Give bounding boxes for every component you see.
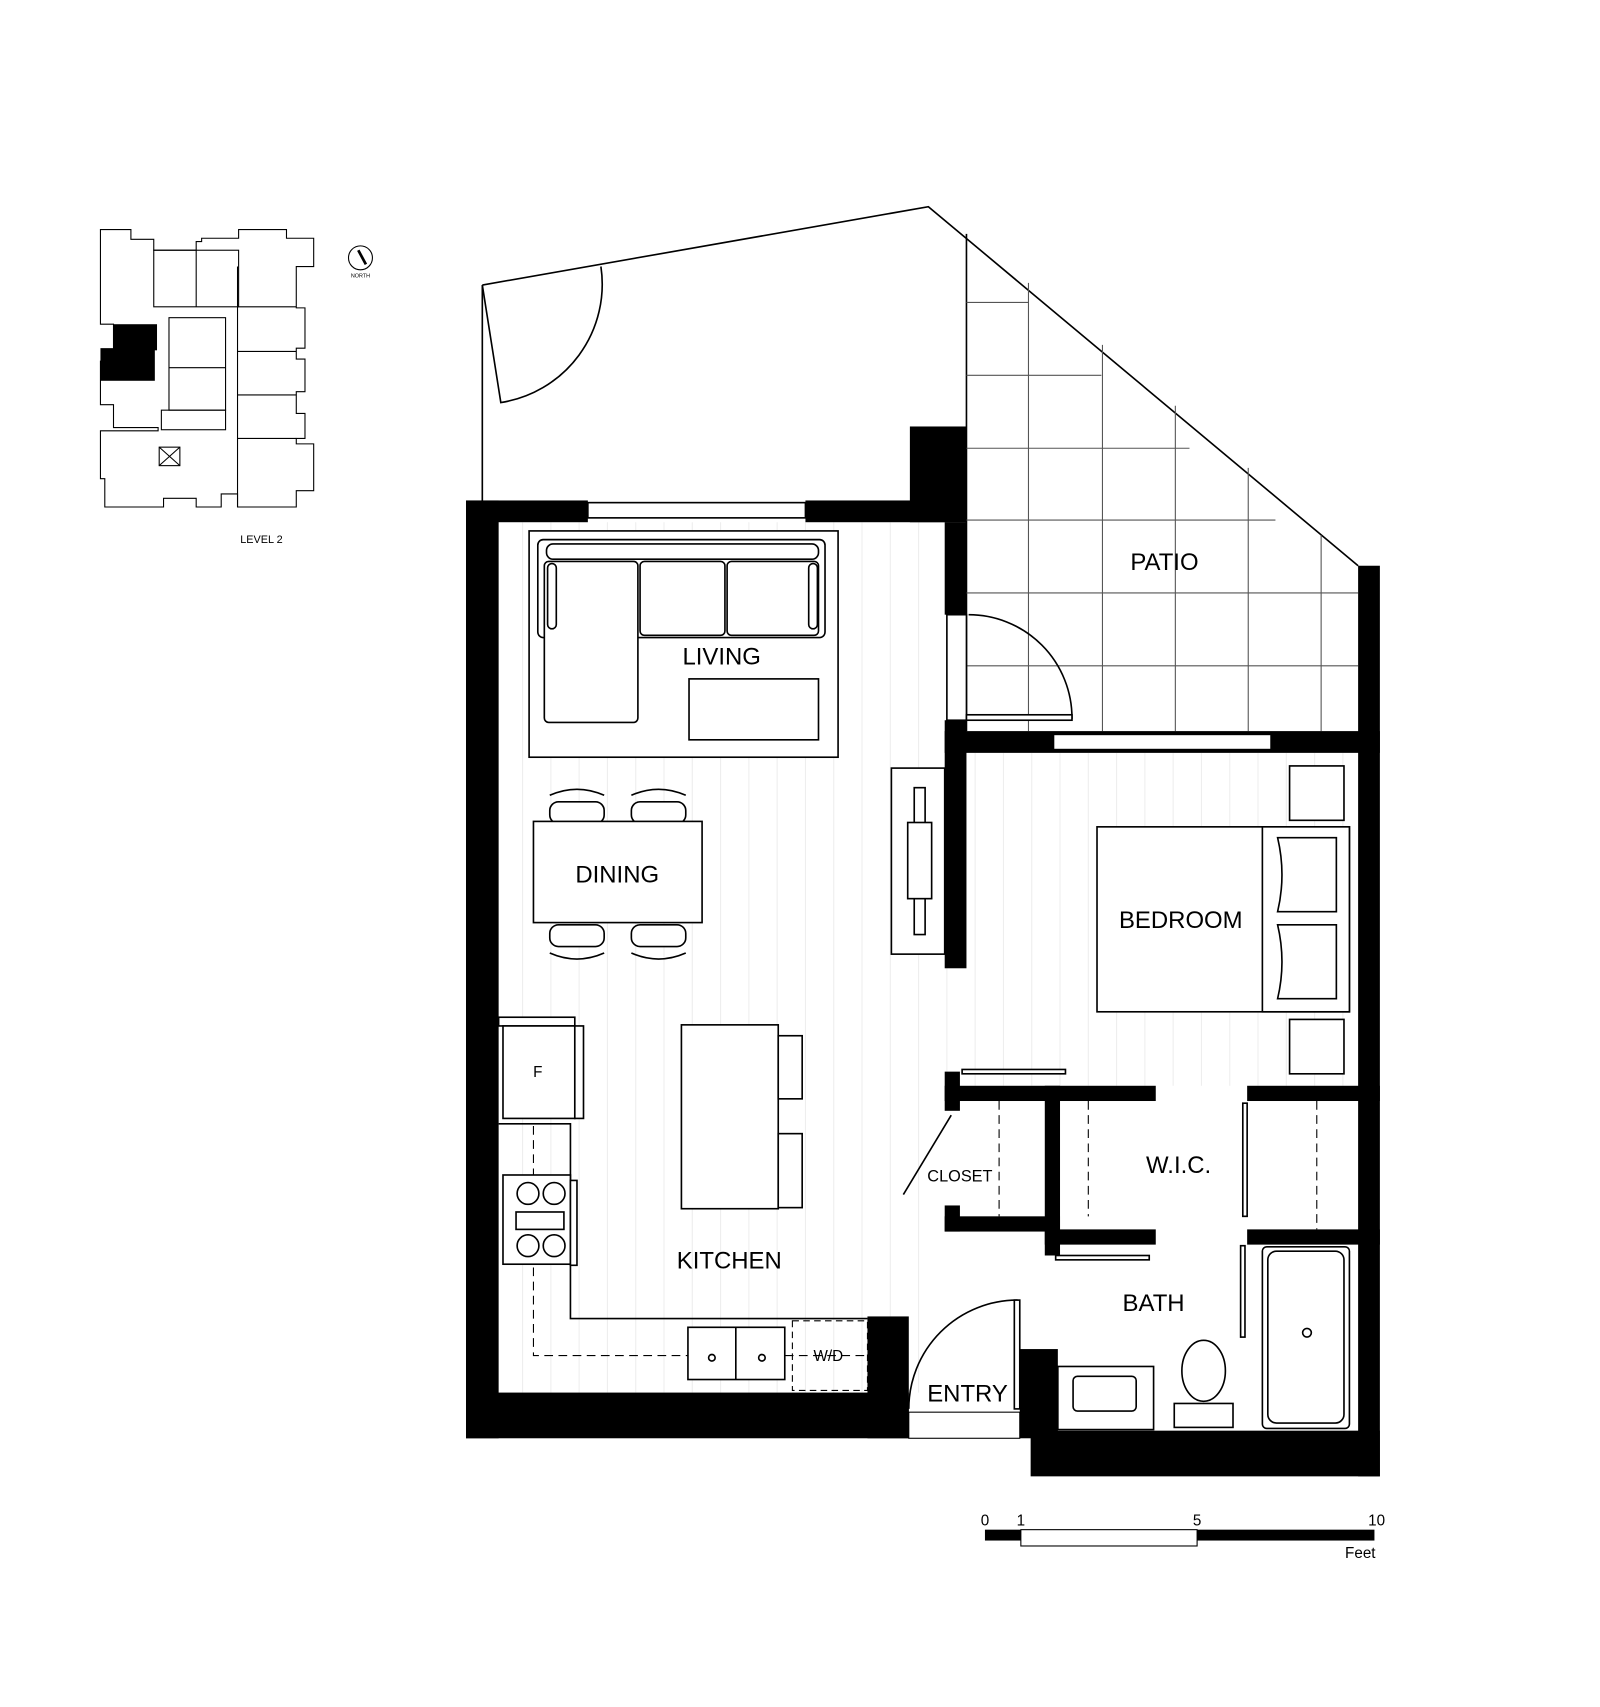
key-plan: LEVEL 2 NORTH	[99, 229, 373, 546]
level-label: LEVEL 2	[240, 534, 282, 546]
label-entry: ENTRY	[927, 1380, 1008, 1407]
bedroom-furniture	[1096, 765, 1351, 1075]
scale-tick-0: 0	[981, 1512, 989, 1529]
nightstand	[1288, 765, 1345, 822]
doors	[902, 613, 1318, 1439]
north-arrow-icon: NORTH	[347, 245, 373, 279]
nightstand	[1288, 1018, 1345, 1075]
label-washer-dryer: W/D	[813, 1348, 843, 1365]
scale-tick-5: 5	[1193, 1512, 1201, 1529]
bath-fixtures	[1057, 1245, 1351, 1431]
walls	[465, 426, 1380, 1477]
svg-text:NORTH: NORTH	[351, 273, 370, 279]
dining-table	[532, 820, 703, 924]
room-labels: PATIO LIVING DINING BEDROOM KITCHEN CLOS…	[533, 549, 1242, 1407]
label-wic: W.I.C.	[1146, 1152, 1211, 1179]
label-closet: CLOSET	[927, 1168, 992, 1186]
kitchen-furniture	[497, 1016, 868, 1391]
living-furniture	[528, 530, 946, 955]
label-living: LIVING	[682, 644, 760, 671]
island	[680, 1024, 780, 1210]
toilet	[1181, 1339, 1227, 1403]
toilet-tank	[1173, 1402, 1234, 1429]
bedroom-window	[1052, 733, 1272, 751]
patio-area	[481, 205, 1359, 732]
living-window	[587, 501, 807, 519]
patio-swing-line	[481, 266, 604, 404]
coffee-table	[688, 678, 820, 741]
scale-unit: Feet	[1345, 1545, 1376, 1562]
label-bedroom: BEDROOM	[1119, 907, 1243, 934]
scale-tick-1: 1	[1017, 1512, 1025, 1529]
label-dining: DINING	[575, 861, 659, 888]
label-bath: BATH	[1123, 1290, 1185, 1317]
dining-furniture	[532, 788, 703, 960]
unit-highlight	[113, 324, 158, 351]
washer-dryer	[791, 1320, 868, 1391]
scale-tick-10: 10	[1368, 1512, 1385, 1529]
scale-bar: 0 1 5 10 Feet	[981, 1512, 1385, 1562]
label-patio: PATIO	[1130, 549, 1198, 576]
label-kitchen: KITCHEN	[677, 1248, 782, 1275]
label-fridge: F	[533, 1064, 542, 1081]
